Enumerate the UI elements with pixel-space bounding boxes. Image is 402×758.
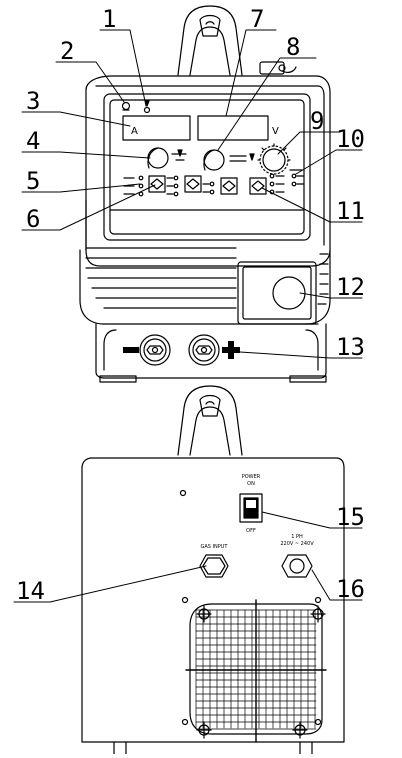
main-control-knob[interactable]	[257, 143, 303, 175]
callout-12: 12	[336, 273, 365, 301]
ampere-unit-label: A	[131, 126, 138, 137]
right-adjust-knob[interactable]	[203, 149, 255, 171]
rear-body	[81, 457, 345, 755]
front-view: A V	[79, 5, 331, 383]
negative-polarity-sign	[123, 347, 139, 353]
callout-4: 4	[26, 127, 40, 155]
gas-input-label: GAS INPUT	[200, 544, 228, 550]
callout-9: 9	[310, 107, 324, 135]
callout-14: 14	[16, 577, 45, 605]
front-vents	[79, 247, 331, 325]
left-adjust-knob[interactable]	[147, 147, 187, 169]
callout-11: 11	[336, 197, 365, 225]
control-panel	[103, 93, 311, 241]
callout-3: 3	[26, 87, 40, 115]
callout-2: 2	[60, 37, 74, 65]
top-clip	[259, 61, 297, 75]
voltage-unit-label: V	[272, 126, 279, 137]
rear-screw-hole	[179, 489, 187, 497]
rear-mount-holes	[181, 596, 326, 739]
callout-1: 1	[102, 5, 116, 33]
callout-16: 16	[336, 575, 365, 603]
callout-6: 6	[26, 205, 40, 233]
front-body	[85, 75, 331, 267]
negative-output-socket[interactable]	[123, 334, 171, 366]
callout-15: 15	[336, 503, 365, 531]
on-label: ON	[247, 481, 255, 487]
rear-view: POWER ON OFF GAS INPUT 1 PH 220V ~ 240V	[81, 385, 345, 755]
power-label: POWER	[242, 474, 261, 480]
callout-10: 10	[336, 125, 365, 153]
process-select-button[interactable]	[184, 175, 202, 193]
callout-5: 5	[26, 167, 40, 195]
phase-label: 1 PH	[291, 534, 303, 540]
power-cable-inlet	[281, 554, 313, 578]
callout-7: 7	[250, 5, 264, 33]
indicator-leds	[121, 100, 151, 114]
power-switch[interactable]	[239, 493, 263, 523]
fault-led	[143, 106, 151, 114]
mode-leds	[123, 173, 305, 197]
gas-input-fitting[interactable]	[199, 554, 229, 578]
callout-numbers: 1 2 3 4 5 6 7 8 9 10 11 12 13 14 15 16	[16, 5, 365, 605]
front-lower-section	[95, 323, 327, 383]
mode-select-button[interactable]	[148, 175, 166, 193]
callout-13: 13	[336, 333, 365, 361]
fan-grille	[185, 599, 327, 743]
pulse-select-button[interactable]	[220, 177, 238, 195]
trigger-select-button[interactable]	[249, 177, 267, 195]
rear-handle	[177, 385, 243, 456]
callout-8: 8	[286, 33, 300, 61]
front-handle	[177, 5, 243, 76]
off-label: OFF	[246, 528, 256, 534]
ampere-display: A	[122, 115, 191, 141]
positive-output-socket[interactable]	[188, 334, 240, 366]
voltage-rating-label: 220V ~ 240V	[280, 541, 314, 547]
power-led	[121, 101, 131, 111]
positive-polarity-sign	[222, 341, 240, 359]
voltage-display: V	[197, 115, 279, 141]
front-cover-plate	[237, 261, 317, 325]
selector-buttons	[123, 173, 305, 197]
callout-leaders	[13, 29, 363, 603]
